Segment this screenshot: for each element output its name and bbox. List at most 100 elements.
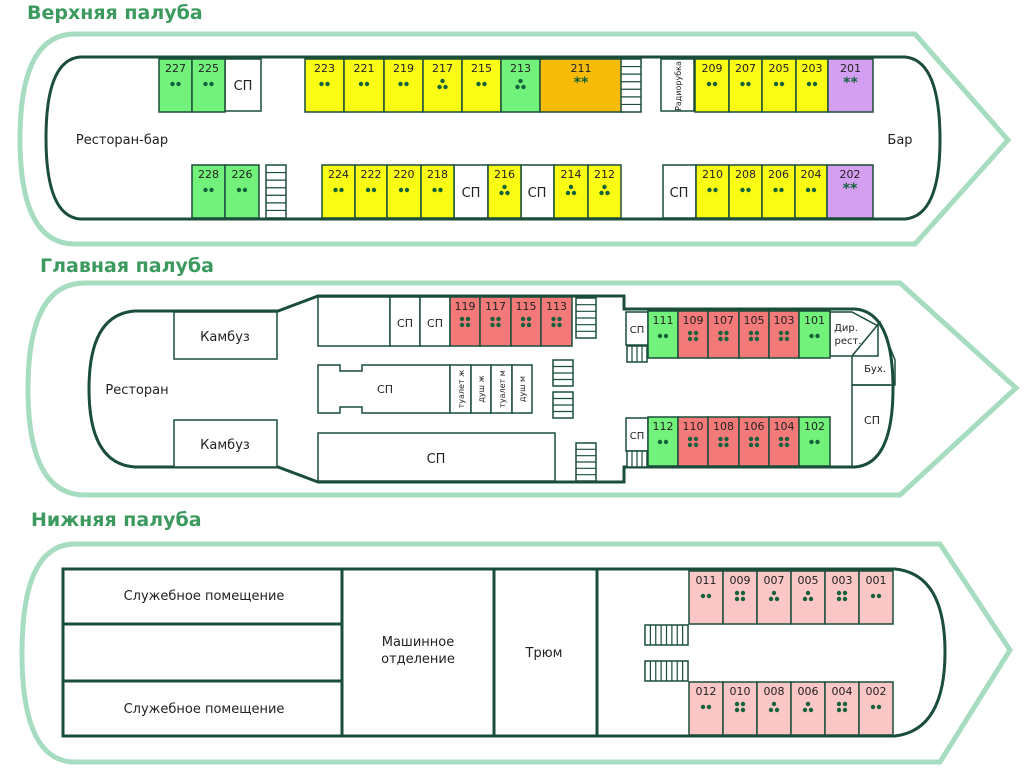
cabin-208[interactable]: 208 — [728, 164, 763, 219]
cabin-011[interactable]: 011 — [688, 570, 724, 625]
berth-dot — [663, 333, 669, 339]
cabin-205[interactable]: 205 — [761, 58, 797, 113]
cabin-212[interactable]: 212 — [587, 164, 622, 219]
galley-label: Камбуз — [200, 330, 250, 345]
cabin-009[interactable]: 009 — [722, 570, 758, 625]
berth-dot — [748, 436, 754, 442]
stairs — [552, 359, 574, 387]
upper-hull — [17, 31, 1012, 247]
sp-room-large — [317, 432, 556, 482]
cabin-207[interactable]: 207 — [728, 58, 763, 113]
cabin-117[interactable]: 117 — [479, 296, 512, 347]
berth-dot — [724, 330, 729, 336]
cabin-number: 104 — [774, 420, 795, 433]
cabin-224[interactable]: 224 — [321, 164, 356, 219]
cabin-105[interactable]: 105 — [738, 310, 770, 359]
cabin-227[interactable]: 227 — [158, 58, 193, 113]
cabin-220[interactable]: 220 — [386, 164, 422, 219]
cabin-010[interactable]: 010 — [722, 681, 758, 736]
cabin-218[interactable]: 218 — [420, 164, 455, 219]
berth-dot — [876, 704, 882, 710]
berth-dot — [718, 330, 723, 336]
stairs — [644, 660, 689, 682]
cabin-110[interactable]: 110 — [677, 416, 709, 467]
cabin-201[interactable]: 201** — [827, 58, 874, 113]
sp-label: СП — [462, 186, 481, 201]
galley-room — [173, 419, 278, 468]
berth-dot — [365, 187, 371, 193]
cabin-203[interactable]: 203 — [795, 58, 829, 113]
berth-dot — [490, 316, 495, 322]
cabin-007[interactable]: 007 — [756, 570, 792, 625]
cabin-213[interactable]: 213 — [500, 58, 541, 113]
cabin-215[interactable]: 215 — [461, 58, 502, 113]
cabin-202[interactable]: 202** — [826, 164, 874, 219]
cabin-112[interactable]: 112 — [647, 416, 679, 467]
berth-dot — [768, 596, 774, 602]
cabin-002[interactable]: 002 — [858, 681, 894, 736]
cabin-109[interactable]: 109 — [677, 310, 709, 359]
cabin-217[interactable]: 217 — [422, 58, 463, 113]
berth-dot — [404, 81, 409, 87]
berth-dot — [203, 81, 208, 87]
cabin-206[interactable]: 206 — [761, 164, 796, 219]
cabin-number: 212 — [594, 168, 615, 181]
cabin-111[interactable]: 111 — [647, 310, 679, 359]
cabin-108[interactable]: 108 — [707, 416, 740, 467]
cabin-221[interactable]: 221 — [343, 58, 385, 113]
main-deck-title: Главная палуба — [40, 255, 214, 277]
cabin-106[interactable]: 106 — [738, 416, 770, 467]
cabin-012[interactable]: 012 — [688, 681, 724, 736]
cabin-214[interactable]: 214 — [553, 164, 589, 219]
berth-dot — [842, 590, 848, 596]
shower-m — [511, 364, 533, 414]
berth-dot — [404, 187, 410, 193]
cabin-box — [158, 58, 193, 113]
cabin-001[interactable]: 001 — [858, 570, 894, 625]
cabin-006[interactable]: 006 — [790, 681, 826, 736]
main-hull — [25, 280, 1020, 498]
cabin-005[interactable]: 005 — [790, 570, 826, 625]
cabin-008[interactable]: 008 — [756, 681, 792, 736]
cabin-103[interactable]: 103 — [768, 310, 800, 359]
sp-label: СП — [864, 414, 880, 427]
berth-dot — [734, 707, 740, 713]
cabin-225[interactable]: 225 — [191, 58, 226, 113]
cabin-number: 205 — [769, 62, 790, 75]
cabin-209[interactable]: 209 — [694, 58, 730, 113]
cabin-box — [826, 164, 874, 219]
cabin-210[interactable]: 210 — [695, 164, 730, 219]
berth-dot — [599, 190, 604, 196]
cabin-003[interactable]: 003 — [824, 570, 860, 625]
cabin-119[interactable]: 119 — [449, 296, 481, 347]
cabin-102[interactable]: 102 — [798, 416, 831, 467]
berth-dot — [836, 701, 842, 707]
service-room-label: Служебное помещение — [124, 702, 285, 717]
cabin-107[interactable]: 107 — [707, 310, 740, 359]
cabin-113[interactable]: 113 — [540, 296, 573, 347]
suite-stars: ** — [843, 181, 858, 197]
cabin-226[interactable]: 226 — [224, 164, 260, 219]
cabin-228[interactable]: 228 — [191, 164, 226, 219]
cabin-115[interactable]: 115 — [510, 296, 542, 347]
cabin-222[interactable]: 222 — [354, 164, 388, 219]
berth-dot — [836, 596, 842, 602]
cabin-number: 216 — [494, 168, 515, 181]
berth-dot — [754, 436, 760, 442]
cabin-box — [540, 296, 573, 347]
cabin-216[interactable]: 216 — [487, 164, 522, 219]
berth-dot — [496, 316, 501, 322]
service-room-label: Служебное помещение — [124, 589, 285, 604]
berth-dot — [520, 322, 526, 328]
cabin-223[interactable]: 223 — [304, 58, 345, 113]
cabin-204[interactable]: 204 — [794, 164, 828, 219]
cabin-211[interactable]: 211** — [539, 58, 623, 113]
bar-label: Бар — [887, 133, 912, 148]
cabin-004[interactable]: 004 — [824, 681, 860, 736]
berth-dot — [693, 330, 699, 336]
cabin-box — [827, 58, 874, 113]
cabin-219[interactable]: 219 — [383, 58, 424, 113]
cabin-101[interactable]: 101 — [798, 310, 831, 359]
cabin-104[interactable]: 104 — [768, 416, 800, 467]
berth-dot — [778, 330, 784, 336]
